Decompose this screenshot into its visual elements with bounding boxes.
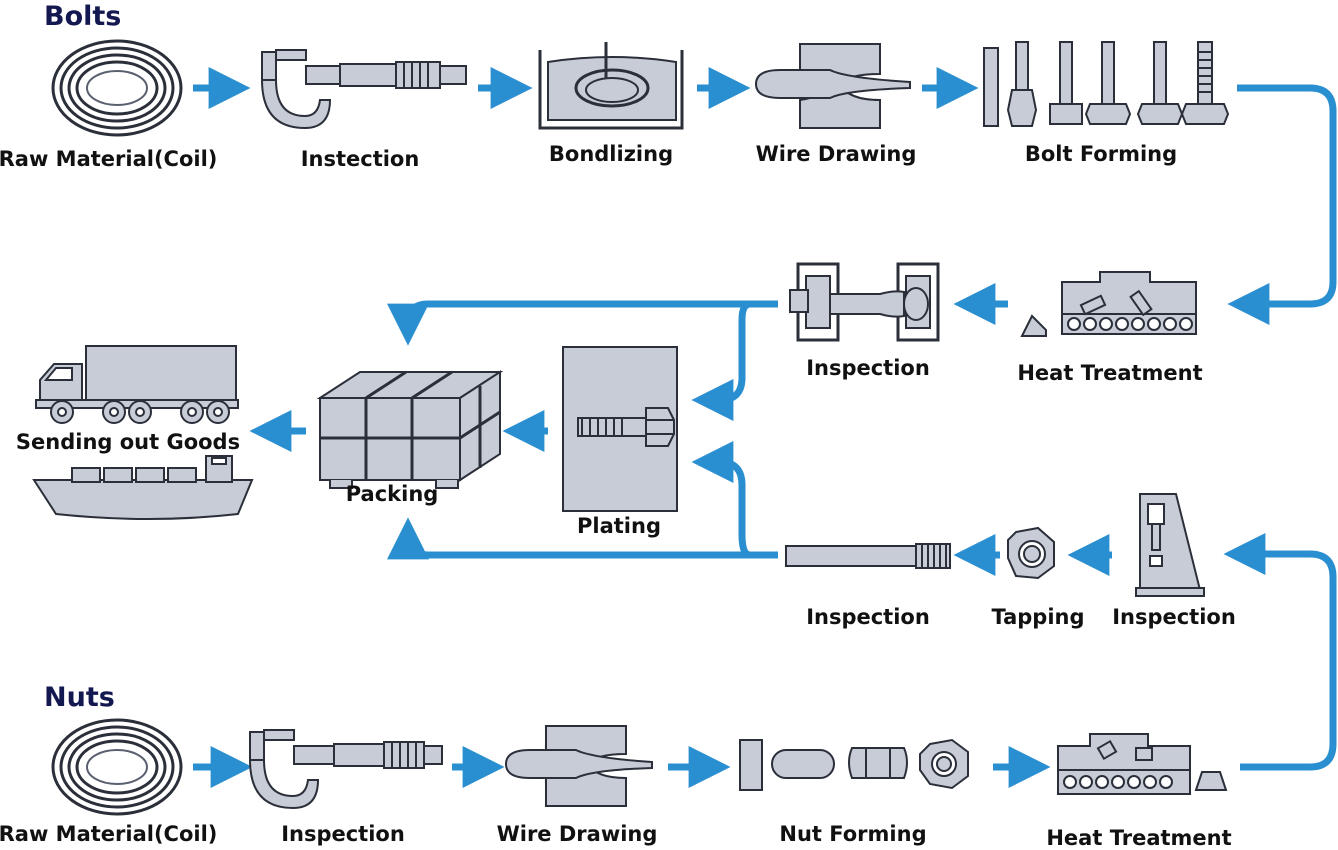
wire-drawing-die-icon	[754, 43, 911, 129]
nuts-title: Nuts	[44, 682, 115, 713]
step-label-tapping: Tapping	[991, 605, 1085, 629]
bolts-title: Bolts	[44, 1, 122, 32]
step-label-heat-treatment: Heat Treatment	[1017, 361, 1203, 385]
arrow-boltforming-to-heattreatment	[1227, 84, 1337, 325]
step-label-wire-drawing: Wire Drawing	[755, 142, 917, 166]
nut-step-label-inspection: Inspection	[281, 822, 405, 846]
step-label-sending-out: Sending out Goods	[15, 430, 241, 454]
nut-step-label-wire-drawing: Wire Drawing	[496, 822, 658, 846]
wire-drawing-die-icon-nuts	[504, 725, 653, 807]
arrow-nut-heattreatment-to-inspection	[1223, 533, 1337, 771]
coil-icon-nuts	[51, 718, 183, 816]
step-label-inspection-right: Inspection	[1112, 605, 1236, 629]
arrow-inspection-to-plating	[691, 300, 751, 421]
plating-bolt-icon	[562, 346, 678, 512]
inspection-press-icon	[1135, 493, 1205, 597]
heat-treatment-furnace-icon-nuts	[1057, 733, 1228, 795]
nut-step-label-heat-treatment: Heat Treatment	[1046, 826, 1232, 850]
step-label-inspection-upper: Inspection	[806, 356, 930, 380]
step-label-packing: Packing	[345, 482, 439, 506]
step-label-raw-material: Raw Material(Coil)	[0, 147, 218, 171]
coil-icon	[51, 39, 183, 137]
nut-step-label-nut-forming: Nut Forming	[779, 822, 927, 846]
arrow-nut-inspection-to-packing	[387, 517, 778, 560]
bolt-forming-stages-icon	[983, 41, 1230, 127]
arrow-nut-inspection-to-plating	[691, 441, 751, 559]
step-label-bondlizing: Bondlizing	[548, 142, 674, 166]
truck-icon	[35, 345, 239, 424]
flow-arrows	[193, 67, 1337, 788]
arrow-inspection-to-packing	[387, 300, 778, 346]
step-label-inspection-lower: Inspection	[806, 605, 930, 629]
ship-icon	[32, 455, 254, 520]
step-label-instection: Instection	[300, 147, 420, 171]
threaded-rod-icon	[785, 543, 951, 569]
micrometer-icon	[260, 49, 467, 130]
micrometer-icon-nuts	[248, 729, 443, 810]
inspection-gauge-icon	[789, 262, 940, 342]
nut-step-label-raw-material: Raw Material(Coil)	[0, 822, 218, 846]
nut-forming-stages-icon	[739, 738, 969, 791]
nut-icon	[1007, 526, 1055, 580]
step-label-bolt-forming: Bolt Forming	[1024, 142, 1178, 166]
step-label-plating: Plating	[577, 514, 661, 538]
bondlizing-tank-icon	[538, 42, 684, 130]
heat-treatment-furnace-icon	[1020, 271, 1197, 337]
packing-crate-icon	[316, 370, 504, 489]
